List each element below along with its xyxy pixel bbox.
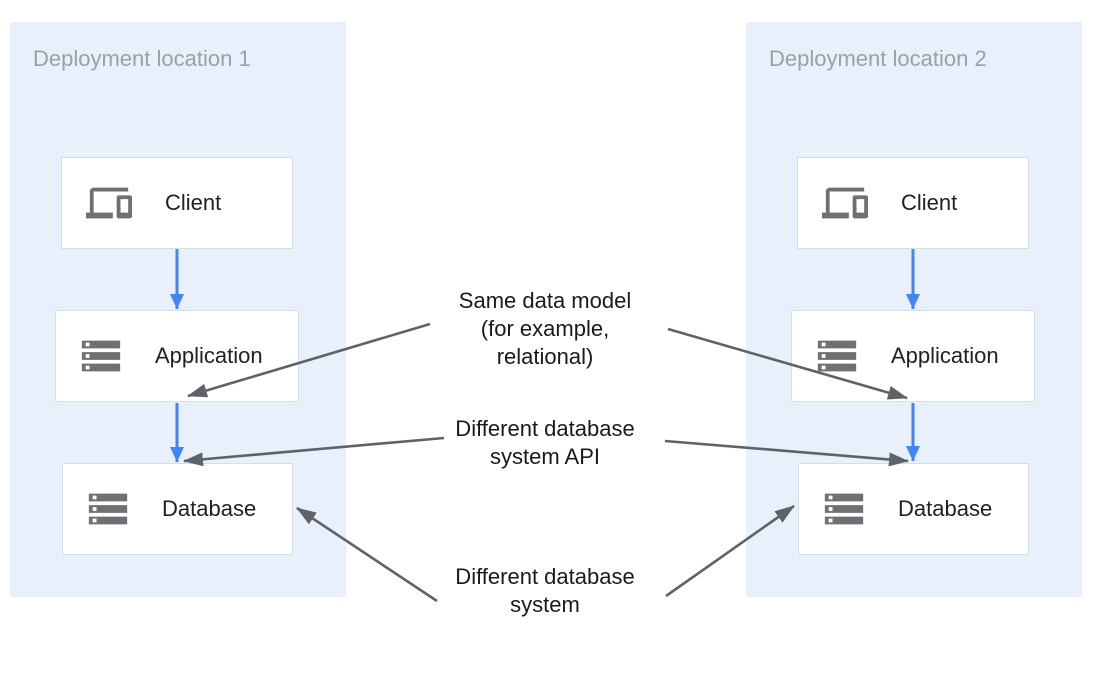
annotation-line: system API <box>489 444 601 469</box>
client-node-1: Client <box>61 157 293 249</box>
annotation-different-database-api: Different database system API <box>455 415 634 471</box>
node-label: Client <box>165 190 222 215</box>
storage-icon <box>817 486 871 532</box>
annotation-line: Different database <box>455 416 635 441</box>
application-node-1: Application <box>55 310 299 402</box>
annotation-line: Same data model <box>458 288 632 313</box>
database-node-2: Database <box>798 463 1029 555</box>
annotation-line: relational) <box>496 344 594 369</box>
node-label: Database <box>162 496 257 521</box>
storage-icon <box>81 486 135 532</box>
node-label: Application <box>155 343 263 368</box>
devices-icon <box>80 180 138 226</box>
annotation-line: Different database <box>455 564 635 589</box>
application-node-2: Application <box>791 310 1035 402</box>
node-label: Application <box>891 343 999 368</box>
annotation-line: (for example, <box>480 316 610 341</box>
storage-icon <box>810 333 864 379</box>
panel-title: Deployment location 1 <box>33 46 251 71</box>
annotation-line: system <box>510 592 580 617</box>
annotation-different-database-system: Different database system <box>455 563 634 619</box>
devices-icon <box>816 180 874 226</box>
database-node-1: Database <box>62 463 293 555</box>
annotation-same-data-model: Same data model (for example, relational… <box>459 287 631 371</box>
node-label: Database <box>898 496 993 521</box>
client-node-2: Client <box>797 157 1029 249</box>
storage-icon <box>74 333 128 379</box>
node-label: Client <box>901 190 958 215</box>
panel-title: Deployment location 2 <box>769 46 987 71</box>
